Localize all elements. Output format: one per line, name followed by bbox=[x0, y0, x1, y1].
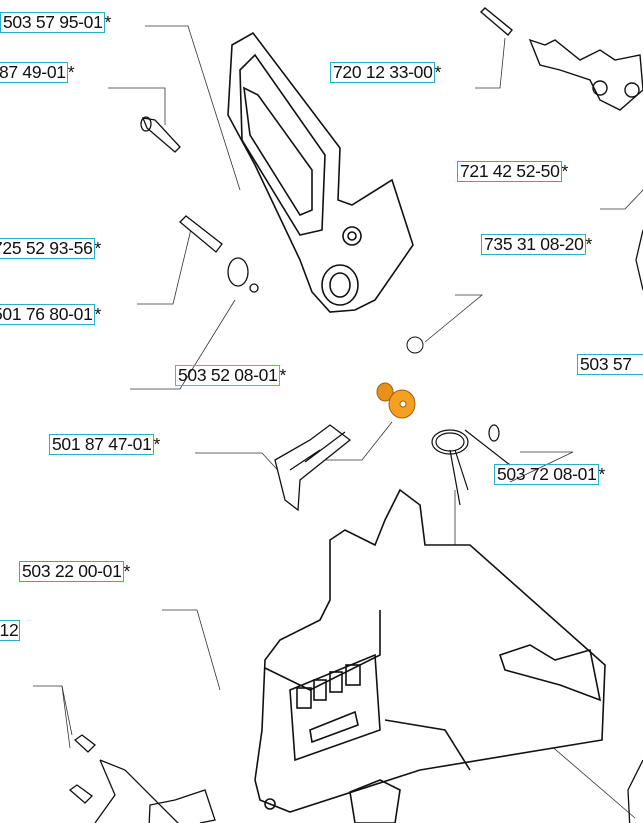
pin-part bbox=[140, 116, 181, 153]
asterisk: * bbox=[598, 464, 606, 484]
bushing-part-selected bbox=[376, 382, 416, 419]
asterisk: * bbox=[94, 238, 102, 258]
leaf-spring-part bbox=[274, 424, 352, 512]
part-label-720-12-33-00[interactable]: 720 12 33-00* bbox=[330, 62, 441, 83]
part-label-87-49-01[interactable]: 87 49-01* bbox=[0, 62, 74, 83]
asterisk: * bbox=[279, 365, 287, 385]
part-number: 721 42 52-50 bbox=[457, 161, 562, 182]
part-label-721-42-52-50[interactable]: 721 42 52-50* bbox=[457, 161, 568, 182]
brake-handle-part bbox=[227, 31, 414, 313]
asterisk: * bbox=[67, 62, 75, 82]
part-number: -12 bbox=[0, 620, 21, 641]
circlip-part bbox=[406, 336, 424, 354]
asterisk: * bbox=[94, 304, 102, 324]
edge-part-top bbox=[635, 229, 643, 291]
part-number: 503 72 08-01 bbox=[494, 464, 599, 485]
side-plate-part bbox=[68, 734, 216, 823]
spring-part bbox=[431, 424, 511, 506]
part-number: 503 22 00-01 bbox=[19, 561, 124, 582]
part-number: 503 57 bbox=[577, 354, 643, 375]
screw-part bbox=[179, 215, 259, 293]
part-label-503-22-00-01[interactable]: 503 22 00-01* bbox=[19, 561, 130, 582]
part-label-735-31-08-20[interactable]: 735 31 08-20* bbox=[481, 234, 592, 255]
part-number: 501 87 47-01 bbox=[49, 434, 154, 455]
edge-part bbox=[627, 759, 643, 823]
asterisk: * bbox=[585, 234, 593, 254]
asterisk: * bbox=[434, 62, 442, 82]
leader-lines bbox=[33, 25, 643, 819]
part-label-503-52-08-01-selected[interactable]: 503 52 08-01* bbox=[175, 365, 286, 386]
part-number: 503 52 08-01 bbox=[175, 365, 280, 386]
part-number: 720 12 33-00 bbox=[330, 62, 435, 83]
linkage-part bbox=[479, 7, 643, 111]
clutch-cover-part bbox=[254, 488, 606, 823]
part-label-501-87-47-01[interactable]: 501 87 47-01* bbox=[49, 434, 160, 455]
part-number: 503 57 95-01 bbox=[0, 12, 105, 33]
asterisk: * bbox=[104, 12, 112, 32]
part-label-501-76-80-01[interactable]: 501 76 80-01* bbox=[0, 304, 101, 325]
part-number: 501 76 80-01 bbox=[0, 304, 95, 325]
asterisk: * bbox=[561, 161, 569, 181]
part-number: 735 31 08-20 bbox=[481, 234, 586, 255]
asterisk: * bbox=[123, 561, 131, 581]
part-label-503-72-08-01[interactable]: 503 72 08-01* bbox=[494, 464, 605, 485]
part-label-503-57-95-01[interactable]: 503 57 95-01* bbox=[0, 12, 111, 33]
part-label-725-52-93-56[interactable]: 725 52 93-56* bbox=[0, 238, 101, 259]
part-label-503-57-cut[interactable]: 503 57 bbox=[577, 354, 643, 375]
asterisk: * bbox=[153, 434, 161, 454]
part-number: 87 49-01 bbox=[0, 62, 68, 83]
part-label-12-cut[interactable]: -12 bbox=[0, 620, 21, 641]
part-number: 725 52 93-56 bbox=[0, 238, 95, 259]
